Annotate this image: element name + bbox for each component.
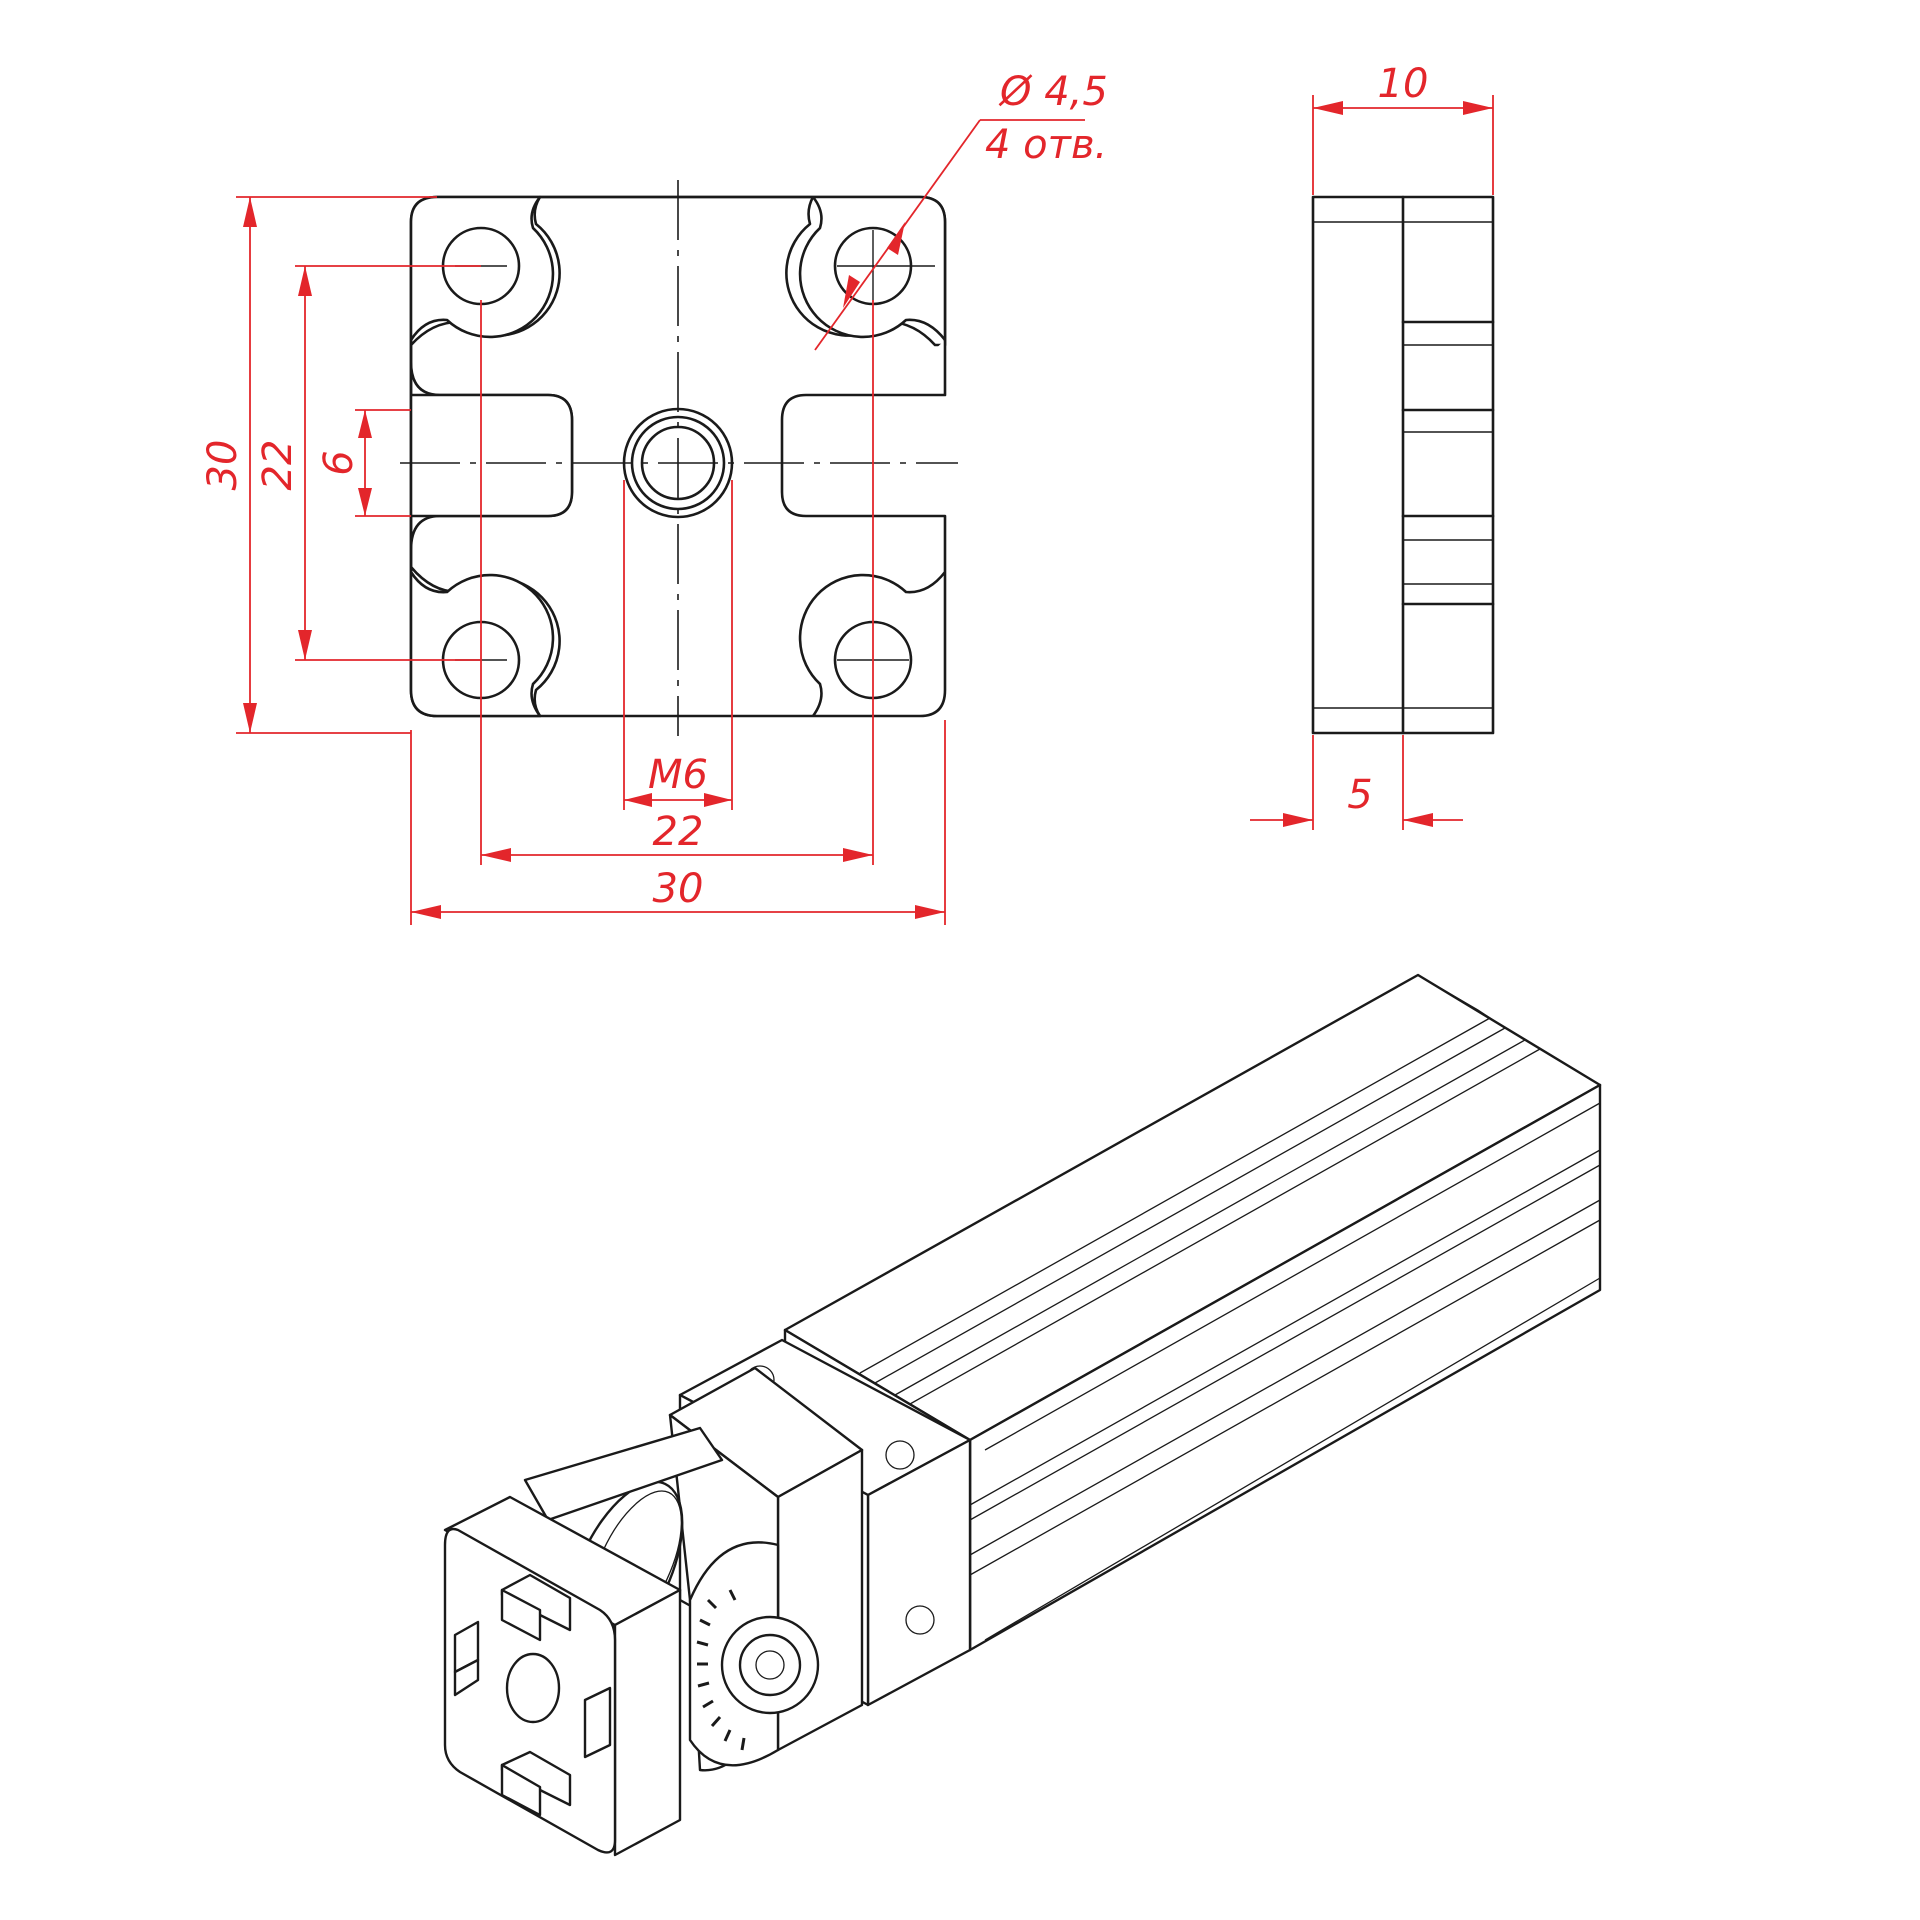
dim-flange: 5 <box>1347 772 1372 818</box>
dim-hole-diameter: Ø 4,5 <box>998 69 1108 115</box>
dim-overall-width: 30 <box>653 866 704 912</box>
dim-thickness: 10 <box>1378 61 1429 107</box>
endcap-thread-hole <box>505 1652 561 1724</box>
isometric-view <box>443 973 1602 1857</box>
dim-slot-width: 6 <box>316 450 362 475</box>
side-view <box>1311 195 1495 735</box>
side-view-dimensions: 10 5 <box>1250 61 1494 830</box>
dim-thread: M6 <box>648 752 708 798</box>
plate-outline-full <box>409 195 947 718</box>
swivel-screw-inner <box>738 1633 802 1697</box>
front-view-dimensions: 30 22 6 M6 22 30 Ø 4,5 4 отв. <box>200 69 1108 925</box>
endcap-front <box>613 1588 682 1857</box>
dim-overall-height: 30 <box>200 440 246 491</box>
dim-hole-spacing-vertical: 22 <box>255 440 301 491</box>
front-view <box>400 180 958 736</box>
swivel-ticks <box>696 1589 746 1751</box>
dim-hole-count: 4 отв. <box>985 122 1107 168</box>
connector-rod <box>523 1426 724 1522</box>
dim-hole-spacing-horizontal: 22 <box>653 809 704 855</box>
